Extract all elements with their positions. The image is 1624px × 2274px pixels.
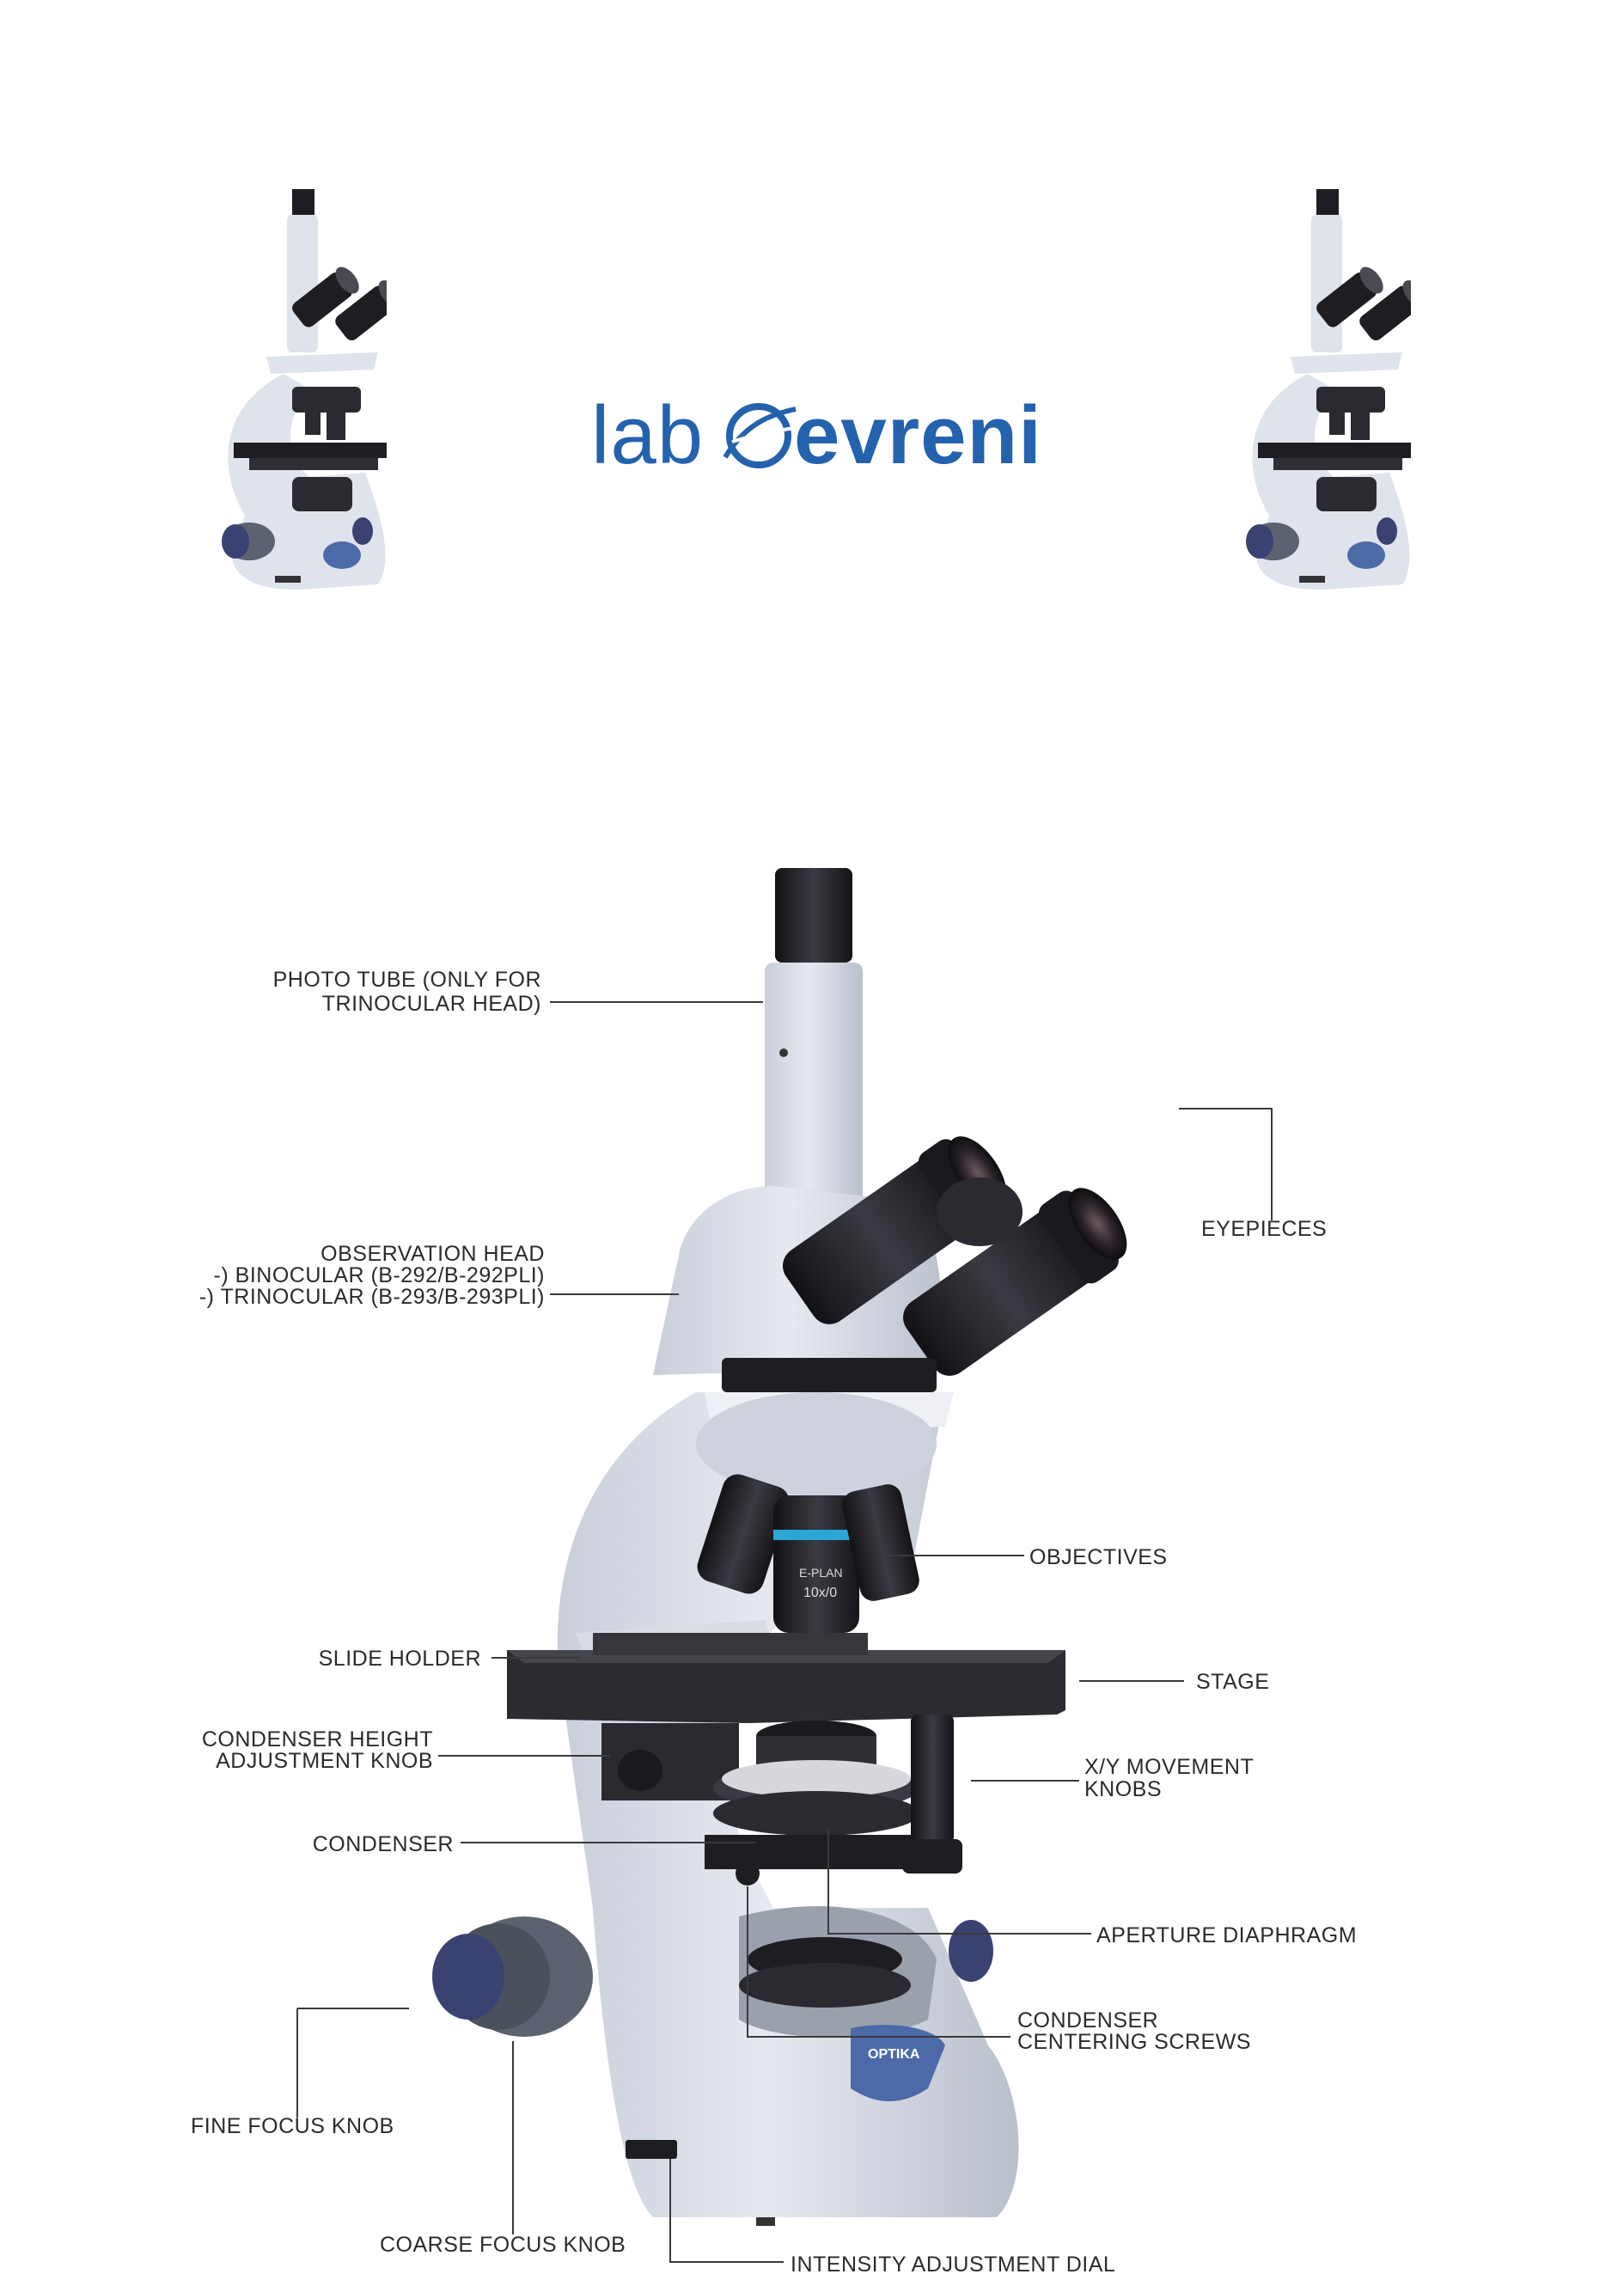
microscope-thumbnail-right <box>1246 189 1411 590</box>
intensity-dial-illustration <box>626 2140 677 2159</box>
leader-lines <box>296 1001 1273 2263</box>
label-xy-movement-line2: KNOBS <box>1084 1777 1162 1801</box>
part-labels: PHOTO TUBE (ONLY FOR TRINOCULAR HEAD) OB… <box>191 968 1357 2274</box>
eyepiece-right <box>903 1188 1127 1376</box>
label-condenser-centering-line1: CONDENSER <box>1017 2008 1158 2033</box>
xy-movement-knobs <box>911 1715 954 1843</box>
stage-illustration <box>507 1650 1065 1723</box>
label-objectives: OBJECTIVES <box>1029 1545 1168 1569</box>
label-condenser-height-line2: ADJUSTMENT KNOB <box>216 1749 433 1773</box>
badge-text: OPTIKA <box>868 2047 920 2062</box>
label-coarse-focus: COARSE FOCUS KNOB <box>380 2233 626 2257</box>
fine-focus-knob-illustration <box>432 1934 504 2020</box>
objective-marking-line1: E-PLAN <box>799 1566 843 1580</box>
microscope-thumbnail-left <box>222 189 387 590</box>
labevreni-logo: lab evreni <box>591 388 1055 483</box>
label-condenser-height-line1: CONDENSER HEIGHT <box>202 1727 433 1751</box>
photo-tube-eyecap <box>775 868 852 963</box>
label-fine-focus: FINE FOCUS KNOB <box>191 2114 394 2138</box>
centering-screw <box>736 1861 760 1886</box>
aperture-diaphragm-ring <box>713 1791 919 1836</box>
label-intensity-dial: INTENSITY ADJUSTMENT DIAL <box>791 2253 1115 2274</box>
globe-swoosh-icon <box>723 403 797 468</box>
microscope-parts-diagram: E-PLAN 10x/0 <box>191 868 1357 2274</box>
leader-intensity-dial <box>669 2159 784 2263</box>
leader-aperture-diaphragm <box>827 1829 1091 1935</box>
photo-tube <box>765 963 863 1203</box>
optika-badge <box>851 2025 945 2101</box>
label-photo-tube-line2: TRINOCULAR HEAD) <box>322 992 541 1016</box>
label-slide-holder: SLIDE HOLDER <box>319 1647 481 1671</box>
logo-text-lab: lab <box>591 389 705 481</box>
label-stage: STAGE <box>1196 1670 1269 1694</box>
label-observation-head-line2: -) BINOCULAR (B-292/B-292PLI) <box>214 1263 545 1287</box>
label-observation-head-line1: OBSERVATION HEAD <box>321 1242 545 1266</box>
label-xy-movement-line1: X/Y MOVEMENT <box>1084 1755 1254 1779</box>
label-eyepieces: EYEPIECES <box>1201 1217 1327 1241</box>
nosepiece <box>696 1392 937 1495</box>
label-aperture-diaphragm: APERTURE DIAPHRAGM <box>1096 1923 1357 1947</box>
microscope-thumbnail-drawing <box>1246 189 1411 590</box>
objectives-illustration: E-PLAN 10x/0 <box>697 1474 919 1633</box>
microscope-thumbnail-drawing <box>222 189 387 590</box>
microscope-illustration: E-PLAN 10x/0 <box>432 868 1127 2226</box>
label-condenser: CONDENSER <box>313 1832 454 1856</box>
label-photo-tube-line1: PHOTO TUBE (ONLY FOR <box>273 968 541 992</box>
label-condenser-centering-line2: CENTERING SCREWS <box>1017 2030 1251 2054</box>
leader-centering-screws <box>747 1886 1010 2038</box>
objective-marking-line2: 10x/0 <box>803 1586 837 1600</box>
leader-eyepieces <box>1179 1108 1273 1220</box>
logo-text-evreni: evreni <box>794 389 1042 481</box>
label-observation-head-line3: -) TRINOCULAR (B-293/B-293PLI) <box>199 1285 545 1309</box>
